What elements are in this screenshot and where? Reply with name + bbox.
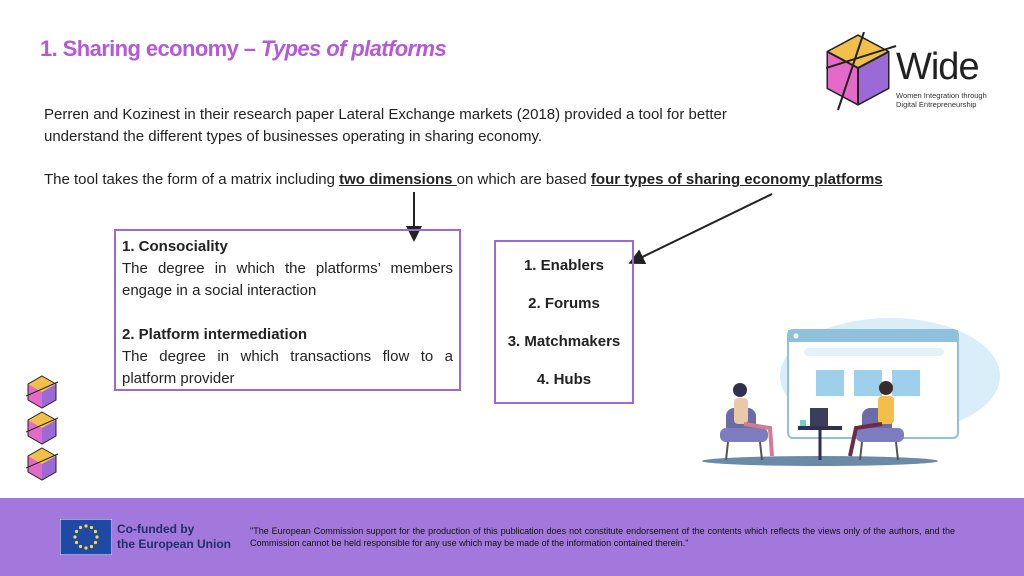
logo-subtitle: Women Integration through Digital Entrep…	[896, 91, 987, 109]
title-part-2: Types of platforms	[260, 36, 447, 61]
platform-type-item: 1. Enablers	[523, 256, 605, 274]
platform-types-box: 1. Enablers 2. Forums 3. Matchmakers 4. …	[494, 240, 634, 404]
eu-cofunded-label: Co-funded by the European Union	[117, 522, 231, 552]
intro-paragraph: Perren and Kozinest in their research pa…	[44, 106, 727, 145]
meeting-illustration	[702, 318, 1000, 466]
arrow-to-types	[628, 193, 773, 264]
decorative-cube-icon	[26, 375, 59, 481]
tool-description: The tool takes the form of a matrix incl…	[44, 171, 883, 188]
platform-type-item: 4. Hubs	[536, 370, 592, 388]
dimensions-box: 1. Consociality The degree in which the …	[114, 229, 461, 391]
dimension-2-heading: 2. Platform intermediation	[122, 326, 308, 343]
eu-flag-icon	[60, 519, 112, 555]
logo-subtitle-line-2: Digital Entrepreneurship	[896, 100, 977, 109]
eu-line-1: Co-funded by	[117, 522, 195, 536]
dimension-1-text: The degree in which the platforms’ membe…	[122, 260, 453, 299]
four-types-link: four types of sharing economy platforms	[590, 171, 883, 188]
eu-line-2: the European Union	[117, 537, 231, 551]
logo-subtitle-line-1: Women Integration through	[896, 91, 987, 100]
wide-logo-cube-icon	[826, 32, 897, 111]
dimension-2-text: The degree in which transactions flow to…	[122, 348, 453, 387]
title-part-1: 1. Sharing economy –	[40, 36, 256, 61]
tool-text-middle: on which are based	[456, 171, 591, 188]
page-title: 1. Sharing economy – Types of platforms	[40, 36, 447, 62]
footer-bar	[0, 498, 1024, 576]
tool-text-before: The tool takes the form of a matrix incl…	[44, 171, 340, 188]
dimension-1-heading: 1. Consociality	[122, 238, 228, 255]
platform-type-item: 3. Matchmakers	[507, 332, 621, 350]
two-dimensions-link: two dimensions	[339, 171, 457, 188]
footer-disclaimer: "The European Commission support for the…	[250, 526, 955, 548]
platform-type-item: 2. Forums	[528, 294, 600, 312]
logo-wordmark: Wide	[896, 46, 980, 88]
